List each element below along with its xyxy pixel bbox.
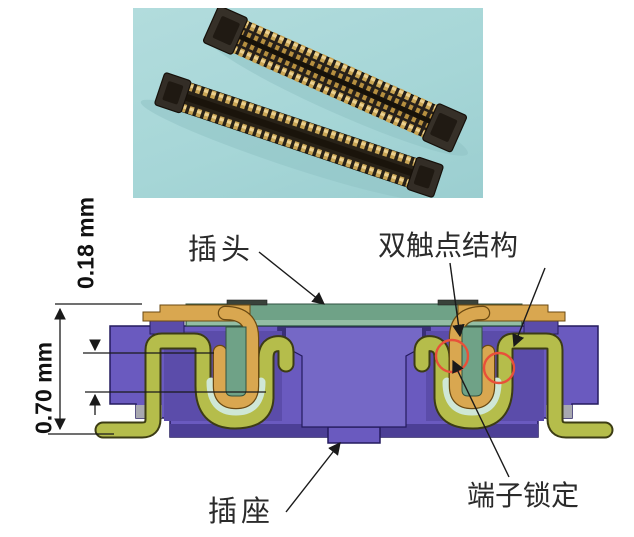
plug-arrow — [258, 251, 325, 305]
label-plug: 插头 — [188, 234, 255, 266]
label-terminal-lock: 端子锁定 — [467, 480, 580, 511]
dimension-label-070: 0.70 mm — [30, 341, 57, 435]
dimension-wipe-height — [83, 339, 266, 415]
connector-photo-art — [140, 8, 468, 198]
photo-connector-receptacle — [202, 8, 468, 153]
annotation-arrows — [258, 251, 546, 513]
photo-shadow — [140, 99, 430, 198]
dual-contact-arrow-2 — [512, 267, 546, 348]
contact-point-circle-1 — [434, 338, 470, 374]
terminal-lock-arrow — [452, 359, 510, 478]
connector-photo — [133, 8, 483, 198]
photo-connector-plug — [154, 72, 444, 198]
contact-assembly — [94, 304, 295, 439]
label-dual-contact: 双触点结构 — [378, 230, 519, 261]
dual-contact-arrow-1 — [449, 262, 465, 338]
receptacle-arrow — [285, 442, 341, 513]
contact-point-circle-2 — [482, 351, 516, 385]
dimension-label-018: 0.18 mm — [72, 196, 99, 290]
label-receptacle: 插座 — [208, 496, 275, 528]
dimension-stack-height — [48, 303, 142, 435]
